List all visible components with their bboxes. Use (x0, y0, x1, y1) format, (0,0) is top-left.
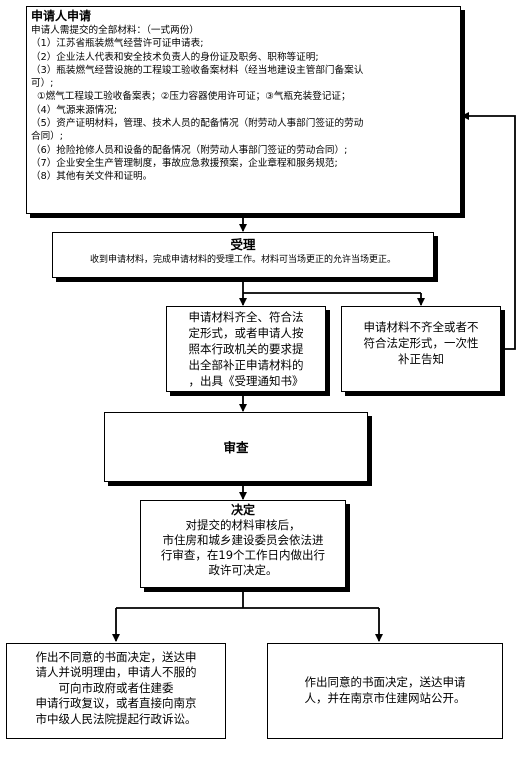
deny-line: 申请行政复议，或者直接向南京 (35, 696, 197, 711)
acceptance-desc: 收到申请材料，完成申请材料的受理工作。材料可当场更正的允许当场更正。 (89, 255, 396, 265)
application-line: （6）抢险抢修人员和设备的配备情况（附劳动人事部门签证的劳动合同）; (31, 144, 348, 156)
application-line: ①燃气工程竣工验收备案表；②压力容器使用许可证；③气瓶充装登记证； (37, 91, 351, 103)
approve-decision-box: 作出同意的书面决定，送达申请 人，并在南京市住建网站公开。 (267, 643, 503, 739)
deny-line: 作出不同意的书面决定，送达申 (35, 650, 197, 664)
application-line: 申请人需提交的全部材料：（一式两份） (31, 25, 199, 36)
application-line: （4）气源来源情况; (31, 104, 118, 116)
feedback-loop (461, 112, 516, 350)
complete-line: 照本行政机关的要求提 (188, 342, 304, 356)
application-line: 合同）; (31, 131, 64, 143)
application-line: （1）江苏省瓶装燃气经营许可证申请表; (31, 38, 204, 50)
application-line: （7）企业安全生产管理制度，事故应急救援预案，企业章程和服务规范; (31, 157, 338, 169)
decision-line: 行审查，在19个工作日内做出行 (160, 548, 326, 562)
complete-line: 出全部补正申请材料的 (188, 358, 304, 372)
decision-line: 市住房和城乡建设委员会依法进 (162, 533, 324, 547)
complete-line: 申请材料齐全、符合法 (188, 310, 304, 324)
deny-line: 可向市政府或者住建委 (58, 680, 174, 695)
incomplete-materials-box: 申请材料不齐全或者不 符合法定形式，一次性 补正告知 (341, 306, 501, 392)
application-line: 可）; (31, 78, 54, 90)
review-box: 审查 (104, 412, 368, 482)
incomplete-line: 补正告知 (398, 352, 444, 366)
application-box: 申请人申请 申请人需提交的全部材料：（一式两份） （1）江苏省瓶装燃气经营许可证… (26, 6, 461, 214)
incomplete-line: 符合法定形式，一次性 (363, 336, 479, 350)
decision-line: 对提交的材料审核后， (185, 518, 301, 532)
approve-line: 人，并在南京市住建网站公开。 (304, 691, 466, 705)
application-line: （3）瓶装燃气经营设施的工程竣工验收备案材料（经当地建设主管部门备案认 (31, 64, 364, 76)
application-title: 申请人申请 (31, 9, 92, 23)
deny-line: 请人并说明理由，申请人不服的 (35, 665, 197, 680)
complete-line: 定形式，或者申请人按 (188, 326, 304, 340)
acceptance-title: 受理 (230, 237, 256, 252)
approve-line: 作出同意的书面决定，送达申请 (304, 675, 466, 689)
decision-title: 决定 (230, 503, 255, 517)
incomplete-line: 申请材料不齐全或者不 (363, 320, 479, 334)
deny-decision-box: 作出不同意的书面决定，送达申 请人并说明理由，申请人不服的 可向市政府或者住建委… (6, 643, 226, 739)
complete-line: ，出具《受理通知书》 (188, 374, 304, 388)
decision-box: 决定 对提交的材料审核后， 市住房和城乡建设委员会依法进 行审查，在19个工作日… (140, 500, 346, 588)
review-title: 审查 (223, 440, 249, 455)
application-line: （8）其他有关文件和证明。 (31, 171, 153, 183)
deny-line: 市中级人民法院提起行政诉讼。 (35, 711, 197, 726)
application-line: （2）企业法人代表和安全技术负责人的身份证及职务、职称等证明; (31, 51, 319, 63)
application-line: （5）资产证明材料，管理、技术人员的配备情况（附劳动人事部门签证的劳动 (31, 118, 364, 130)
decision-line: 政许可决定。 (208, 563, 278, 577)
acceptance-box: 受理 收到申请材料，完成申请材料的受理工作。材料可当场更正的允许当场更正。 (52, 232, 434, 278)
complete-materials-box: 申请材料齐全、符合法 定形式，或者申请人按 照本行政机关的要求提 出全部补正申请… (166, 306, 326, 392)
